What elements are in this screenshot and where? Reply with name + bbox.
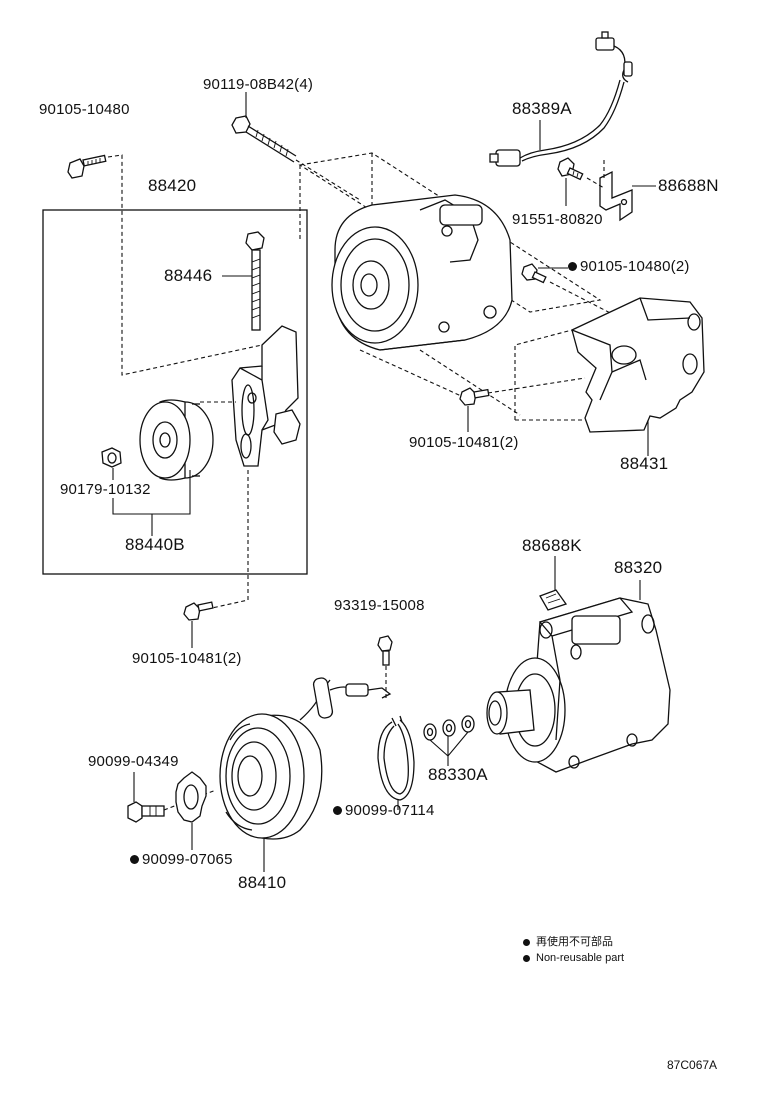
- label-88410[interactable]: 88410: [238, 873, 287, 892]
- non-reusable-dot: [130, 855, 139, 864]
- bolt-91551-80820[interactable]: [557, 157, 584, 181]
- shims-88330A[interactable]: [423, 715, 475, 741]
- bolt-90105-10481-upper[interactable]: [459, 387, 490, 406]
- bolt-93319-15008[interactable]: [377, 635, 393, 666]
- label-90105-10480-2[interactable]: 90105-10480(2): [568, 259, 690, 275]
- label-88688K[interactable]: 88688K: [522, 536, 582, 555]
- bolt-90105-10481-lower[interactable]: [183, 601, 214, 621]
- bolt-90099-04349[interactable]: [127, 801, 165, 823]
- label-88688K[interactable]: [539, 589, 568, 611]
- diagram-code: 87C067A: [667, 1058, 718, 1072]
- non-reusable-dot: [568, 262, 577, 271]
- label-88389A[interactable]: 88389A: [512, 99, 572, 118]
- harness-88389A[interactable]: [489, 31, 633, 167]
- label-93319-15008[interactable]: 93319-15008: [334, 597, 425, 614]
- nut-90179-10132[interactable]: [101, 447, 122, 468]
- label-88688N[interactable]: 88688N: [658, 176, 719, 195]
- bracket-88431[interactable]: [571, 297, 705, 456]
- bolt-88446[interactable]: [245, 231, 265, 331]
- idler-pulley-88440B[interactable]: [139, 399, 214, 481]
- label-88330A[interactable]: 88330A: [428, 765, 488, 784]
- bolt-90105-10480-right[interactable]: [521, 263, 547, 284]
- label-90105-10481-2-upper[interactable]: 90105-10481(2): [409, 434, 519, 451]
- assembly-box-88420: [42, 209, 308, 575]
- label-90099-07065[interactable]: 90099-07065: [130, 852, 233, 868]
- legend-dot-icon: [523, 954, 530, 962]
- bolt-90119-08B42[interactable]: [231, 115, 297, 163]
- washer-90099-07065[interactable]: [175, 771, 207, 823]
- clutch-assembly-88410[interactable]: [219, 677, 392, 840]
- label-90099-04349[interactable]: 90099-04349: [88, 753, 179, 770]
- non-reusable-dot: [333, 806, 342, 815]
- compressor-upper-view: [298, 152, 602, 416]
- legend: 再使用不可部品 Non-reusable part: [523, 934, 624, 966]
- legend-dot-icon: [523, 938, 530, 946]
- label-90179-10132[interactable]: 90179-10132: [60, 481, 151, 498]
- label-88440B[interactable]: 88440B: [125, 535, 185, 554]
- label-88420[interactable]: 88420: [148, 176, 197, 195]
- label-88431[interactable]: 88431: [620, 454, 669, 473]
- legend-japanese: 再使用不可部品: [536, 936, 613, 948]
- compressor-88320[interactable]: [486, 597, 671, 773]
- label-91551-80820[interactable]: 91551-80820: [512, 211, 603, 228]
- label-90105-10480[interactable]: 90105-10480: [39, 101, 130, 118]
- label-90119-08B42[interactable]: 90119-08B42(4): [203, 76, 314, 93]
- bolt-90105-10480[interactable]: [67, 154, 107, 179]
- label-88446[interactable]: 88446: [164, 266, 213, 285]
- legend-english: Non-reusable part: [536, 952, 625, 964]
- idler-pulley-bracket[interactable]: [231, 325, 301, 467]
- bracket-88688N[interactable]: [599, 170, 633, 222]
- label-88320[interactable]: 88320: [614, 558, 663, 577]
- snap-ring-90099-07114[interactable]: [377, 715, 415, 801]
- label-90105-10481-2-lower[interactable]: 90105-10481(2): [132, 650, 242, 667]
- label-90099-07114[interactable]: 90099-07114: [333, 803, 435, 819]
